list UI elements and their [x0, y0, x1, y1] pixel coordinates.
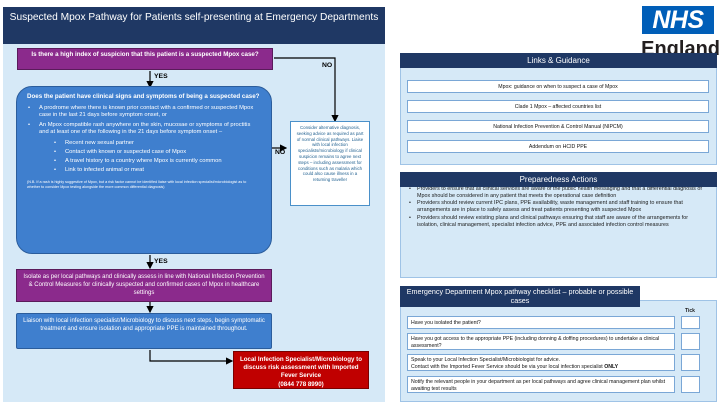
preparedness-list: Providers to ensure that all clinical se… — [401, 178, 716, 228]
sub-criteria-item: A travel history to a country where Mpox… — [53, 158, 259, 166]
preparedness-header: Preparedness Actions — [400, 172, 717, 187]
preparedness-panel: Providers to ensure that all clinical se… — [400, 177, 717, 278]
tick-box-notify[interactable] — [681, 376, 700, 393]
checklist-header: Emergency Department Mpox pathway checkl… — [400, 286, 640, 307]
yes-label-1: YES — [154, 73, 168, 80]
sub-criteria-item: Link to infected animal or meat — [53, 167, 259, 175]
imported-fever-box: Local Infection Specialist/Microbiology … — [233, 351, 369, 389]
check-notify: Notify the relevant people in your depar… — [407, 376, 675, 393]
check-isolated: Have you isolated the patient? — [407, 316, 675, 329]
sub-criteria-item: Recent new sexual partner — [53, 140, 259, 148]
check-contact-ifs: Contact with the Imported Fever Service … — [411, 363, 603, 370]
sub-criteria-item: Contact with known or suspected case of … — [53, 149, 259, 157]
liaise-infection-box: Liaison with local infection specialist/… — [16, 313, 272, 349]
tick-column-label: Tick — [685, 308, 695, 314]
check-ppe: Have you got access to the appropriate P… — [407, 333, 675, 350]
pathway-title: Suspected Mpox Pathway for Patients self… — [3, 7, 385, 44]
criteria-item-text: An Mpox compatible rash anywhere on the … — [39, 121, 251, 136]
no-label-2: NO — [275, 149, 286, 156]
link-suspect-guidance[interactable]: Mpox: guidance on when to suspect a case… — [407, 80, 709, 93]
criteria-item-text: A prodrome where there is known prior co… — [39, 104, 254, 119]
tick-box-ppe[interactable] — [681, 333, 700, 350]
imported-fever-text: Local Infection Specialist/Microbiology … — [239, 356, 363, 380]
check-only-emphasis: ONLY — [604, 363, 619, 370]
link-affected-countries[interactable]: Clade 1 Mpox – affected countries list — [407, 100, 709, 113]
clinical-signs-question: Does the patient have clinical signs and… — [27, 93, 260, 100]
alternative-diagnosis-box: Consider alternative diagnosis, seeking … — [290, 121, 370, 206]
criteria-item: A prodrome where there is known prior co… — [27, 105, 259, 120]
preparedness-item: Providers should review current IPC plan… — [407, 200, 708, 214]
check-speak-specialist-line2: Contact with the Imported Fever Service … — [411, 364, 671, 371]
question-high-suspicion-text: Is there a high index of suspicion that … — [31, 51, 259, 58]
preparedness-item: Providers should review existing plans a… — [407, 215, 708, 229]
rash-note: (N.B. If a rash is highly suggestive of … — [27, 179, 247, 189]
check-speak-specialist: Speak to your Local Infection Specialist… — [407, 354, 675, 371]
criteria-item: An Mpox compatible rash anywhere on the … — [27, 122, 259, 175]
isolate-assess-box: Isolate as per local pathways and clinic… — [16, 269, 272, 302]
tick-box-isolated[interactable] — [681, 316, 700, 329]
link-hcid-ppe[interactable]: Addendum on HCID PPE — [407, 140, 709, 153]
links-header: Links & Guidance — [400, 53, 717, 68]
question-high-suspicion: Is there a high index of suspicion that … — [17, 48, 273, 70]
preparedness-item: Providers to ensure that all clinical se… — [407, 186, 708, 200]
sub-criteria-list: Recent new sexual partner Contact with k… — [39, 137, 259, 175]
yes-label-2: YES — [154, 258, 168, 265]
link-nipcm[interactable]: National Infection Prevention & Control … — [407, 120, 709, 133]
check-speak-specialist-line1: Speak to your Local Infection Specialist… — [411, 357, 561, 363]
criteria-list: A prodrome where there is known prior co… — [17, 101, 271, 175]
clinical-signs-box: Does the patient have clinical signs and… — [16, 86, 272, 254]
tick-box-speak-specialist[interactable] — [681, 354, 700, 371]
nhs-logo: NHS — [642, 6, 714, 34]
no-label-1: NO — [322, 62, 333, 69]
imported-fever-phone: (0844 778 8990) — [278, 380, 324, 388]
